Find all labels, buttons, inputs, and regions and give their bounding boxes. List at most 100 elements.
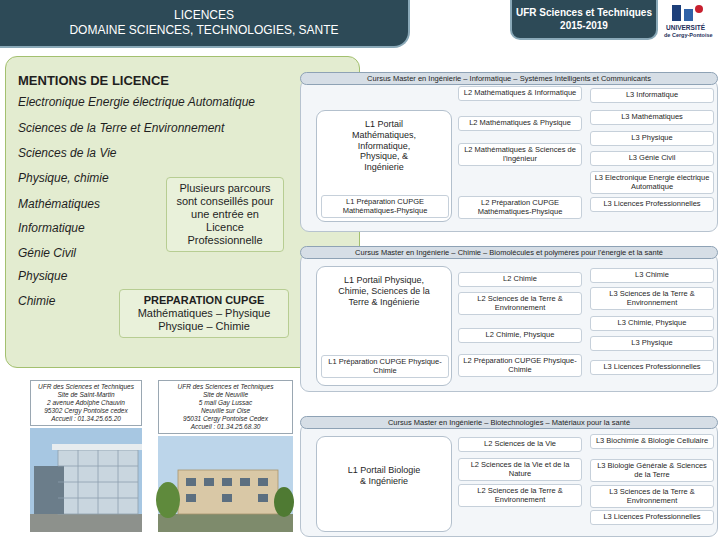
glass-line bbox=[98, 450, 99, 514]
node-text: L2 Préparation CUPGE Mathématiques-Physi… bbox=[462, 199, 578, 216]
node-text: Cursus Master en Ingénierie – Informatiq… bbox=[300, 72, 718, 85]
course-box: L2 Sciences de la Vie et de la Nature bbox=[458, 458, 582, 481]
info-box: PREPARATION CUPGEMathématiques – Physiqu… bbox=[119, 289, 289, 338]
building bbox=[178, 470, 278, 514]
sky bbox=[158, 436, 293, 532]
glass-line bbox=[78, 450, 79, 514]
ground bbox=[30, 514, 142, 532]
prep-box: L1 Préparation CUPGE Physique-Chimie bbox=[321, 355, 449, 378]
course-box: L3 Sciences de la Terre & Environnement bbox=[590, 287, 714, 310]
title-banner: LICENCESDOMAINE SCIENCES, TECHNOLOGIES, … bbox=[0, 0, 410, 48]
node-text: L2 Chimie bbox=[462, 275, 578, 284]
node-text: L2 Mathématiques & Physique bbox=[462, 119, 578, 128]
node-text: Site de Saint-Martin bbox=[34, 391, 138, 399]
course-box: L3 Licences Professionnelles bbox=[590, 360, 714, 375]
course-box: L3 Biologie Générale & Sciences de la Te… bbox=[590, 459, 714, 482]
node-text: L2 Chimie, Physique bbox=[462, 331, 578, 340]
node-text: Génie Civil bbox=[18, 246, 76, 260]
node-text: Accueil : 01.34.25.65.20 bbox=[34, 415, 138, 423]
node-text: Cursus Master en Ingénierie – Biotechnol… bbox=[300, 416, 718, 429]
course-box: L3 Licences Professionnelles bbox=[590, 510, 714, 525]
cursus-group: Cursus Master en Ingénierie – Biotechnol… bbox=[300, 416, 718, 537]
course-box: L3 Sciences de la Terre & Environnement bbox=[590, 485, 714, 508]
node-text: L3 Sciences de la Terre & Environnement bbox=[594, 488, 710, 505]
roof bbox=[52, 444, 142, 450]
node-text: L2 Sciences de la Terre & Environnement bbox=[462, 295, 578, 312]
node-text: Chimie bbox=[18, 294, 55, 308]
node-text: L2 Préparation CUPGE Physique-Chimie bbox=[462, 357, 578, 374]
node-text: 5 mail Gay Lussac bbox=[162, 399, 289, 407]
node-text: L3 Licences Professionnelles bbox=[594, 513, 710, 522]
course-box: L3 Electronique Energie électrique Autom… bbox=[590, 171, 714, 194]
node-text: Physique, chimie bbox=[18, 171, 109, 185]
course-box: L2 Préparation CUPGE Physique-Chimie bbox=[458, 354, 582, 377]
node-text: L3 Chimie, Physique bbox=[594, 319, 710, 328]
node-text: L3 Physique bbox=[594, 339, 710, 348]
course-box: L2 Mathématiques & Sciences de l'ingénie… bbox=[458, 143, 582, 166]
course-box: L3 Génie Civil bbox=[590, 151, 714, 166]
course-box: L2 Sciences de la Vie bbox=[458, 437, 582, 452]
node-text: L3 Mathématiques bbox=[594, 113, 710, 122]
node-text: L2 Sciences de la Vie bbox=[462, 440, 578, 449]
cursus-group: Cursus Master en Ingénierie – Chimie – B… bbox=[300, 246, 718, 392]
address-box: UFR des Sciences et TechniquesSite de Ne… bbox=[158, 380, 293, 434]
window bbox=[186, 478, 196, 486]
node-text: L3 Génie Civil bbox=[594, 154, 710, 163]
node-text: Physique bbox=[18, 269, 67, 283]
window bbox=[204, 478, 214, 486]
portal-box: L1 Portail Mathématiques, Informatique, … bbox=[316, 110, 452, 222]
node-text: L3 Physique bbox=[594, 134, 710, 143]
node-text: DOMAINE SCIENCES, TECHNOLOGIES, SANTE bbox=[0, 23, 408, 38]
node-text: L2 Mathématiques & Informatique bbox=[462, 89, 578, 98]
node-text: L3 Chimie bbox=[594, 271, 710, 280]
node-text: L3 Biochimie & Biologie Cellulaire bbox=[594, 437, 710, 446]
course-box: L2 Chimie, Physique bbox=[458, 328, 582, 343]
window bbox=[222, 478, 232, 486]
node-text: L3 Biologie Générale & Sciences de la Te… bbox=[594, 462, 710, 479]
course-box: L3 Biochimie & Biologie Cellulaire bbox=[590, 434, 714, 449]
node-text: Sciences de la Vie bbox=[18, 146, 117, 160]
node-text: L3 Electronique Energie électrique Autom… bbox=[594, 174, 710, 191]
node-text: L1 Préparation CUPGE Mathématiques-Physi… bbox=[325, 198, 445, 215]
node-text: L1 Portail Physique, Chimie, Sciences de… bbox=[317, 267, 451, 307]
node-text: L2 Mathématiques & Sciences de l'ingénie… bbox=[462, 146, 578, 163]
node-text: UFR des Sciences et Techniques bbox=[34, 383, 138, 391]
ground bbox=[158, 514, 293, 532]
logo-bar bbox=[684, 9, 693, 21]
portal-box: L1 Portail Biologie & Ingénierie bbox=[316, 436, 452, 532]
logo-text: de Cergy-Pontoise bbox=[664, 32, 713, 38]
course-box: L2 Préparation CUPGE Mathématiques-Physi… bbox=[458, 196, 582, 219]
course-box: L2 Mathématiques & Informatique bbox=[458, 86, 582, 101]
course-box: L3 Physique bbox=[590, 131, 714, 146]
node-text: Electronique Energie électrique Automati… bbox=[18, 95, 255, 109]
node-text: L3 Sciences de la Terre & Environnement bbox=[594, 290, 710, 307]
window bbox=[258, 478, 268, 486]
node-text: L1 Préparation CUPGE Physique-Chimie bbox=[325, 358, 445, 375]
course-box: L2 Chimie bbox=[458, 272, 582, 287]
window bbox=[222, 494, 232, 502]
course-box: L3 Chimie, Physique bbox=[590, 316, 714, 331]
course-box: L2 Sciences de la Terre & Environnement bbox=[458, 292, 582, 315]
node-text: UFR Sciences et Techniques bbox=[512, 6, 656, 19]
tree bbox=[274, 487, 294, 517]
node-text: Accueil : 01.34.25.68.30 bbox=[162, 423, 289, 431]
logo-dot bbox=[695, 5, 703, 13]
node-text: L1 Portail Biologie & Ingénierie bbox=[317, 437, 451, 487]
logo-text: UNIVERSITÉ bbox=[666, 24, 705, 31]
course-box: L3 Informatique bbox=[590, 88, 714, 103]
node-text: Cursus Master en Ingénierie – Chimie – B… bbox=[300, 246, 718, 259]
cursus-group: Cursus Master en Ingénierie – Informatiq… bbox=[300, 72, 718, 232]
logo-mark bbox=[672, 5, 703, 21]
window bbox=[240, 478, 250, 486]
window bbox=[186, 494, 196, 502]
node-text: Site de Neuville bbox=[162, 391, 289, 399]
node-text: Mathématiques – Physique Physique – Chim… bbox=[126, 307, 282, 333]
sky bbox=[30, 428, 142, 532]
node-text: L3 Informatique bbox=[594, 91, 710, 100]
node-text: LICENCES bbox=[0, 8, 408, 23]
node-text: L2 Sciences de la Vie et de la Nature bbox=[462, 461, 578, 478]
address-box: UFR des Sciences et TechniquesSite de Sa… bbox=[30, 380, 142, 426]
info-box: Plusieurs parcours sont conseillés pour … bbox=[166, 177, 284, 252]
course-box: L3 Licences Professionnelles bbox=[590, 197, 714, 212]
